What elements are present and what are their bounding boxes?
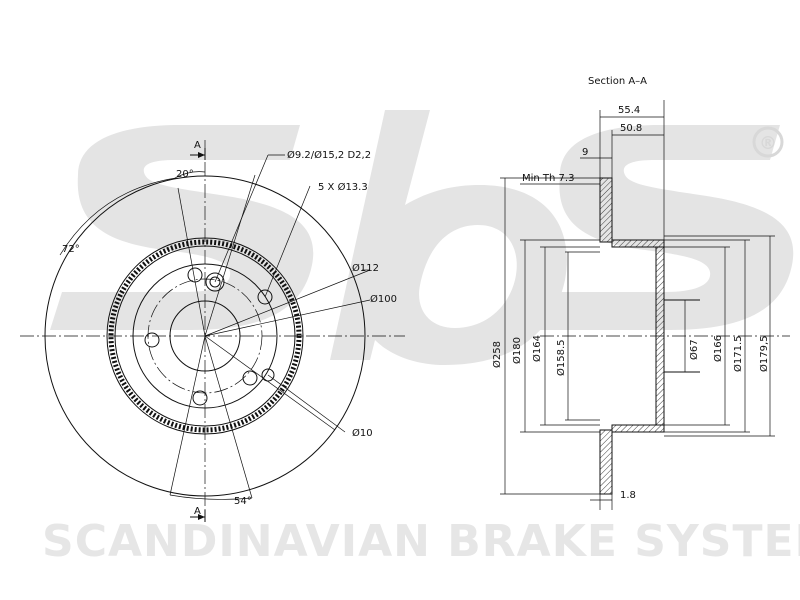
bolt-hole (144, 332, 160, 348)
bolt-holes (144, 267, 275, 406)
angle-72-label: 72° (62, 244, 80, 255)
brand-tagline: SCANDINAVIAN BRAKE SYSTEMS (42, 516, 800, 567)
registered-mark: ® (752, 126, 784, 158)
angle-20-label: 20° (176, 169, 194, 180)
d180-label: Ø180 (511, 337, 523, 364)
dim-50-8-label: 50.8 (620, 123, 642, 134)
locating-hole (209, 276, 221, 288)
hat-face (655, 246, 665, 426)
hole-callout-label: Ø9.2/Ø15,2 D2,2 (287, 149, 371, 161)
bolt-hole (261, 368, 275, 382)
hat-wall-top (611, 239, 665, 248)
locating-hole-counterbore (205, 272, 225, 292)
hat-wall-bottom (611, 424, 665, 433)
friction-ring-top (599, 177, 613, 243)
d166-label: Ø166 (712, 335, 724, 362)
svg-text:®: ® (759, 133, 777, 154)
sbs-watermark-logo (50, 110, 794, 365)
d158-5-label: Ø158.5 (555, 340, 567, 377)
section-view: Section A–A 55.4 50.8 9 Min Th 7.3 1.8 (491, 76, 790, 510)
small-hole-label: Ø10 (352, 427, 373, 439)
section-marker-bottom: A (194, 506, 201, 517)
angle-54-label: 54° (234, 496, 252, 507)
d171-5-label: Ø171.5 (732, 336, 744, 373)
dim-55-4-label: 55.4 (618, 105, 640, 116)
hub-diameter-label: Ø100 (370, 293, 397, 305)
min-thickness-label: Min Th 7.3 (522, 173, 574, 184)
dim-1-8-label: 1.8 (620, 490, 636, 501)
section-marker-top: A (194, 140, 201, 151)
friction-ring-inner (114, 245, 296, 427)
center-bore (169, 300, 241, 372)
d164-label: Ø164 (531, 335, 543, 362)
bolt-circle-label: Ø112 (352, 262, 379, 274)
d179-5-label: Ø179,5 (758, 336, 770, 373)
hat-outer (132, 263, 278, 409)
d258-label: Ø258 (491, 341, 503, 368)
bolt-hole (192, 390, 208, 406)
knurled-ring (108, 239, 302, 433)
bolt-hole (242, 370, 258, 386)
bolt-hole (257, 289, 273, 305)
front-view: A A (20, 140, 405, 522)
section-title: Section A–A (588, 76, 647, 87)
d67-label: Ø67 (688, 339, 700, 360)
disc-outer-edge (44, 175, 366, 497)
dim-9-label: 9 (582, 147, 588, 158)
friction-ring-bottom (599, 429, 613, 495)
friction-ring-outer (106, 237, 304, 435)
bolt-holes-label: 5 X Ø13.3 (318, 181, 368, 193)
